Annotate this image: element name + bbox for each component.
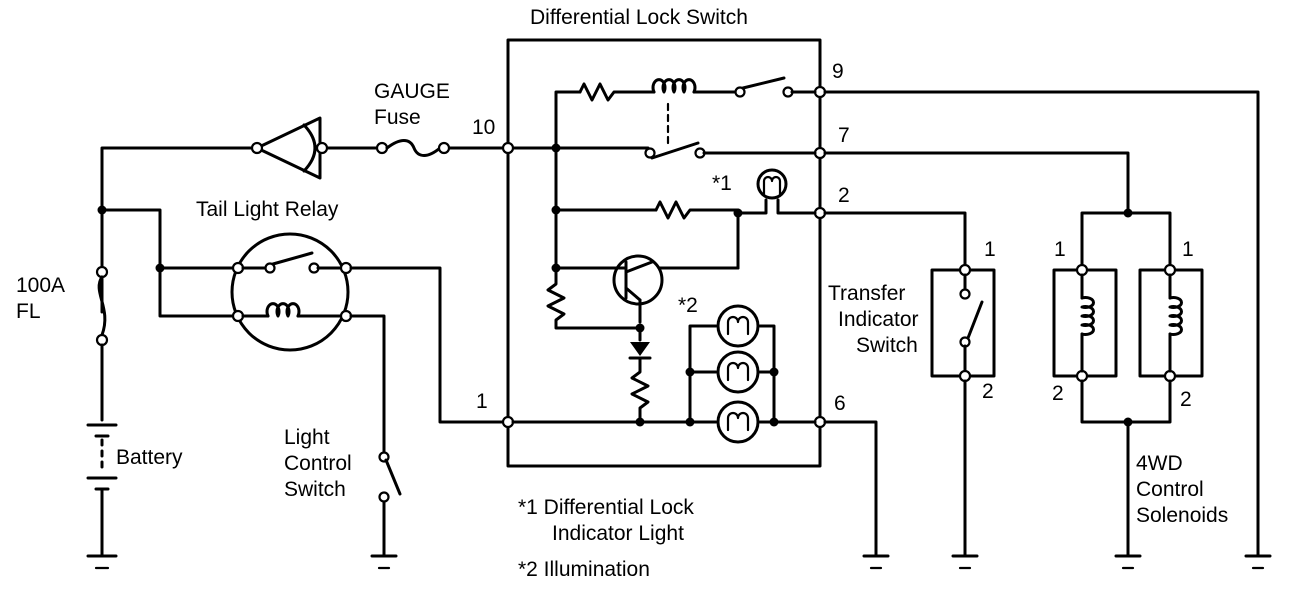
tail-light-relay-label: Tail Light Relay xyxy=(196,198,339,221)
fl-label: FL xyxy=(16,300,41,323)
diff-lock-switch-label: Differential Lock Switch xyxy=(530,6,748,29)
base-resistor xyxy=(546,266,645,333)
mark1-label: *1 xyxy=(712,172,732,195)
solenoid-a-bottom-label: 2 xyxy=(1052,382,1064,405)
4wd-label-3: Solenoids xyxy=(1136,504,1228,527)
main-feed-wire xyxy=(100,146,650,314)
solenoid-b-bottom-label: 2 xyxy=(1180,388,1192,411)
transfer-label-1: Transfer xyxy=(828,282,905,305)
terminal-1-label: 1 xyxy=(476,390,488,413)
gauge-lamp-icon xyxy=(250,116,329,180)
transistor xyxy=(554,211,740,324)
gauge-label: GAUGE xyxy=(374,80,450,103)
terminal-6-wire xyxy=(823,420,890,570)
tail-light-relay xyxy=(100,208,353,352)
transfer-bottom-label: 2 xyxy=(982,380,994,403)
row9-resistor-coil xyxy=(578,76,817,150)
4wd-label-2: Control xyxy=(1136,478,1204,501)
note1-label-a: *1 Differential Lock xyxy=(518,496,694,519)
light-control-label-1: Light xyxy=(284,426,330,449)
row2-resistor-lamp xyxy=(554,168,817,220)
terminal-2-label: 2 xyxy=(838,184,850,207)
light-control-label-3: Switch xyxy=(284,478,346,501)
solenoid-a-top-label: 1 xyxy=(1054,238,1066,261)
note1-label-b: Indicator Light xyxy=(552,522,684,545)
terminal-7-label: 7 xyxy=(838,124,850,147)
terminal-2-wire xyxy=(823,211,967,267)
transfer-label-2: Indicator xyxy=(838,308,919,331)
4wd-control-solenoids xyxy=(1052,208,1204,570)
terminal-6-label: 6 xyxy=(834,392,846,415)
transfer-label-3: Switch xyxy=(856,334,918,357)
row7-switch xyxy=(644,141,817,160)
transfer-top-label: 1 xyxy=(984,238,996,261)
battery-icon xyxy=(86,423,118,570)
terminal-9-label: 9 xyxy=(832,60,844,83)
diode-resistor xyxy=(628,326,652,427)
4wd-label-1: 4WD xyxy=(1136,452,1183,475)
note2-label: *2 Illumination xyxy=(518,558,650,581)
fuse-label: Fuse xyxy=(374,106,421,129)
terminal-10-label: 10 xyxy=(472,116,495,139)
gauge-fuse-icon xyxy=(375,139,451,157)
battery-label: Battery xyxy=(116,446,183,469)
transfer-indicator-switch xyxy=(930,263,996,570)
relay-to-t1-wire xyxy=(349,266,507,424)
light-control-switch xyxy=(349,314,402,570)
terminal-9-wire xyxy=(823,90,1272,570)
fl-100a-label: 100A xyxy=(16,274,65,297)
illumination-lamps xyxy=(685,304,779,444)
solenoid-b-top-label: 1 xyxy=(1182,238,1194,261)
inner-bus xyxy=(551,90,582,273)
diff-lock-switch-box xyxy=(501,38,827,468)
mark2-label: *2 xyxy=(678,294,698,317)
light-control-label-2: Control xyxy=(284,452,352,475)
terminal-7-wire xyxy=(823,151,1130,215)
fusible-link-100a xyxy=(95,208,109,422)
